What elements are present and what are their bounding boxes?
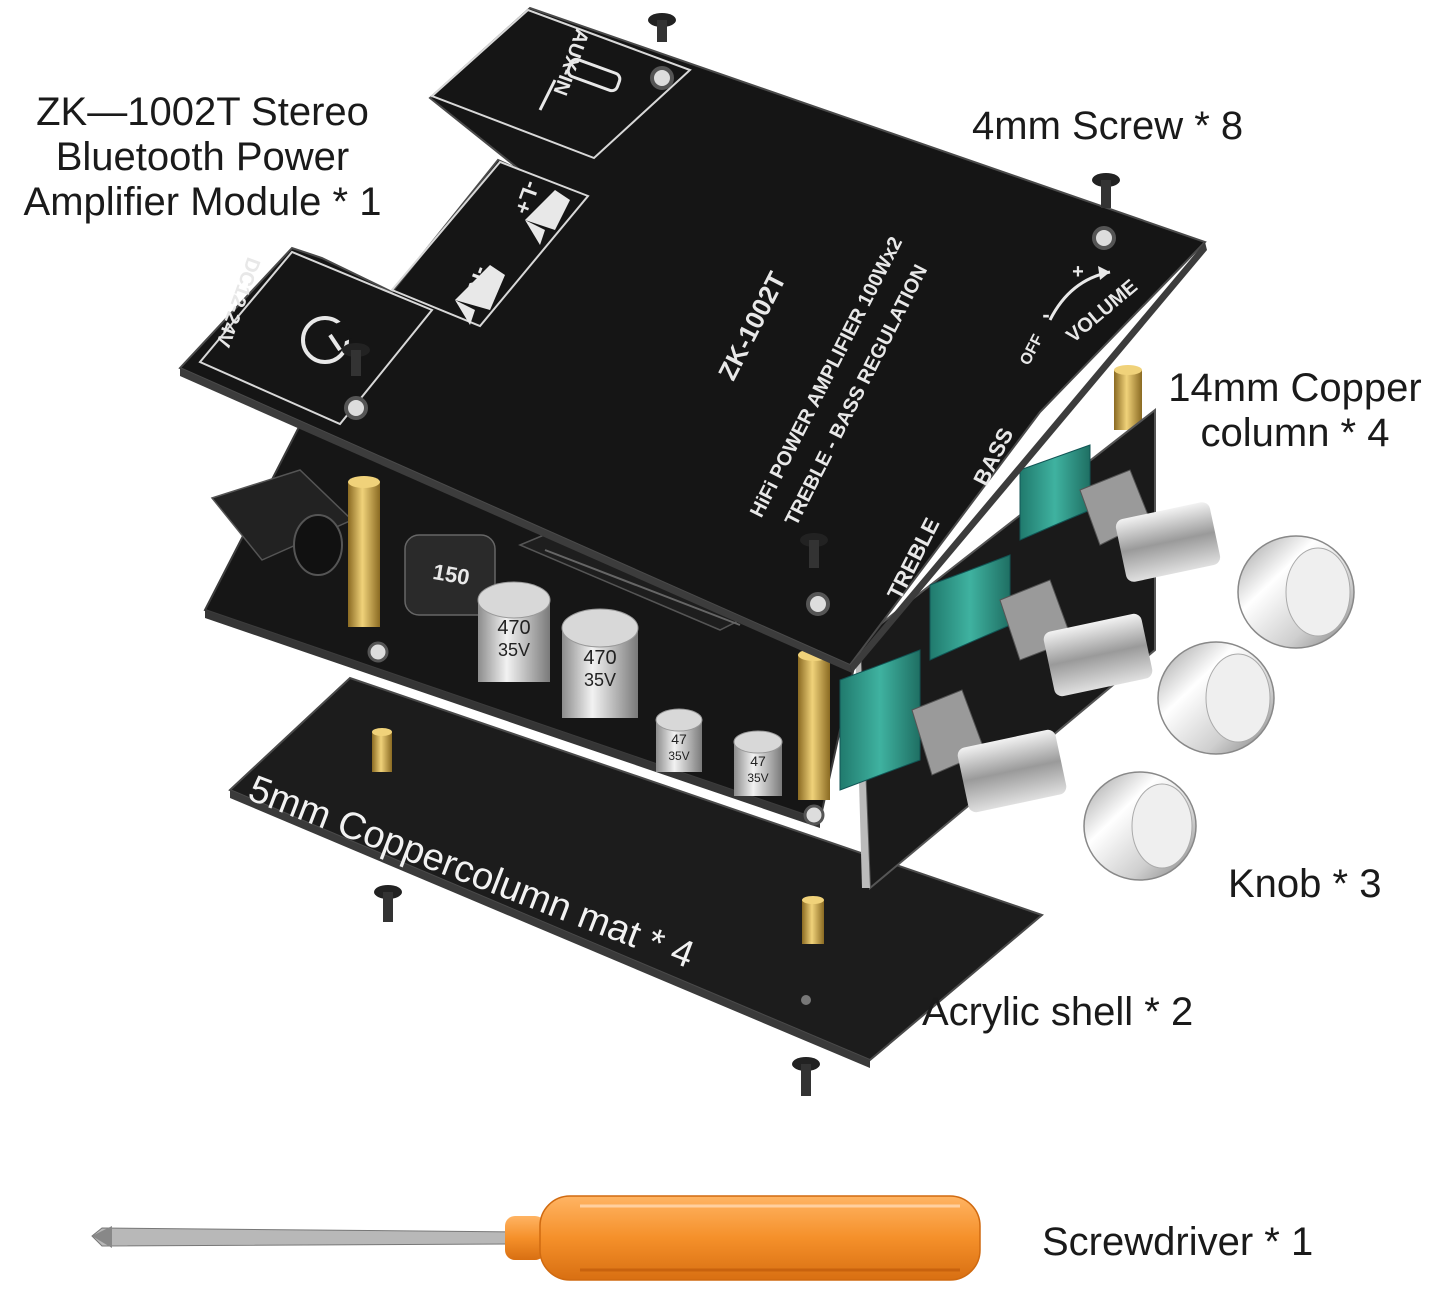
volume-minus: - bbox=[1042, 302, 1049, 327]
capacitor-47-2: 47 35V bbox=[733, 730, 783, 796]
capacitor-470-2: 470 35V bbox=[561, 608, 639, 718]
capacitor-47-1: 47 35V bbox=[655, 708, 703, 772]
dc-jack bbox=[210, 469, 354, 576]
speaker-left-icon bbox=[525, 190, 570, 245]
copper-column-mat-right bbox=[802, 896, 824, 944]
power-icon bbox=[301, 316, 353, 364]
copper-column-label-line-2: column * 4 bbox=[1200, 410, 1390, 455]
screw-3 bbox=[342, 343, 370, 376]
volume-arrow-icon bbox=[1098, 266, 1110, 280]
mount-hole bbox=[367, 641, 389, 663]
module-label-line-3: Amplifier Module * 1 bbox=[23, 179, 382, 224]
knob-label: Knob * 3 bbox=[1228, 862, 1382, 906]
screwdriver bbox=[91, 1195, 981, 1281]
screw-2 bbox=[1092, 173, 1120, 208]
aux-jack-icon bbox=[538, 57, 622, 111]
cap-value: 470 bbox=[583, 647, 616, 669]
pot-shaft-bottom bbox=[911, 689, 1067, 813]
knob-3 bbox=[1083, 771, 1197, 881]
screwdriver-label: Screwdriver * 1 bbox=[1042, 1220, 1314, 1264]
screw-label: 4mm Screw * 8 bbox=[972, 104, 1244, 148]
mount-hole bbox=[803, 804, 825, 826]
module-label-line-2: Bluetooth Power bbox=[55, 134, 350, 179]
volume-plus: + bbox=[1072, 261, 1084, 283]
mount-hole bbox=[650, 66, 674, 90]
cap-value: 470 bbox=[497, 617, 530, 639]
top-acrylic-plate: AUX-IN -L+ -R+ DC12-24V bbox=[178, 6, 1207, 673]
copper-column-3 bbox=[1114, 365, 1142, 430]
copper-column-2 bbox=[798, 649, 830, 800]
acrylic-shell-label: Acrylic shell * 2 bbox=[922, 990, 1194, 1034]
mount-hole bbox=[1092, 226, 1116, 250]
speaker-right-icon bbox=[455, 265, 505, 325]
inductor: 150 bbox=[404, 534, 496, 616]
copper-column-1 bbox=[348, 476, 380, 627]
screw-4 bbox=[800, 533, 828, 568]
cap-voltage: 35V bbox=[584, 670, 616, 690]
cap-voltage: 35V bbox=[668, 749, 689, 763]
knob-2 bbox=[1157, 641, 1275, 755]
knob-1 bbox=[1237, 535, 1355, 649]
pot-shaft-middle bbox=[999, 579, 1153, 697]
cap-voltage: 35V bbox=[747, 771, 768, 785]
copper-column-label-line-1: 14mm Copper bbox=[1168, 366, 1422, 410]
bottom-acrylic-plate bbox=[228, 676, 1044, 1068]
pot-shaft-top bbox=[1079, 469, 1221, 582]
cap-value: 47 bbox=[671, 731, 687, 747]
module-label: ZK—1002T Stereo Bluetooth Power Amplifie… bbox=[0, 90, 405, 224]
cap-value: 47 bbox=[750, 753, 766, 769]
copper-column-label: 14mm Copper column * 4 bbox=[1150, 366, 1440, 456]
mount-hole bbox=[344, 396, 368, 420]
potentiometer-volume bbox=[839, 649, 921, 791]
cap-voltage: 35V bbox=[498, 640, 530, 660]
copper-column-mat-left bbox=[372, 728, 392, 772]
screw-1 bbox=[648, 13, 676, 42]
screw-5 bbox=[374, 885, 402, 922]
module-label-line-1: ZK—1002T Stereo bbox=[36, 90, 369, 134]
mount-hole bbox=[801, 995, 811, 1005]
screw-6 bbox=[792, 1057, 820, 1096]
mount-hole bbox=[806, 592, 830, 616]
capacitor-470-1: 470 35V bbox=[477, 581, 551, 682]
